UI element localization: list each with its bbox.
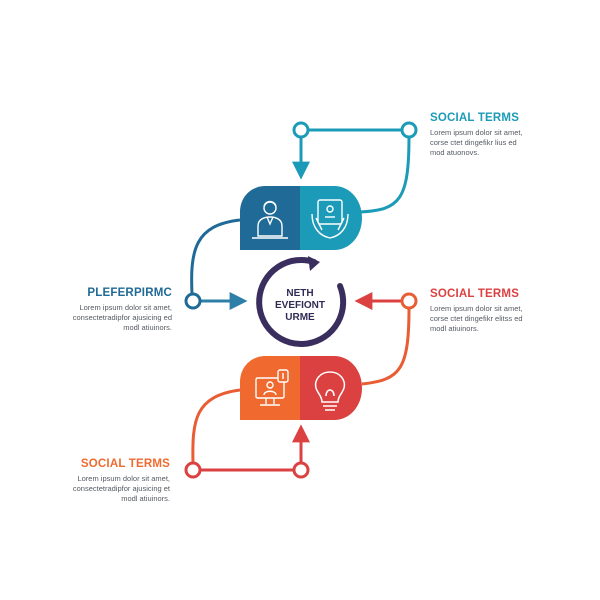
callout-title: SOCIAL TERMS — [80, 458, 170, 470]
node-circle — [184, 292, 202, 310]
node-circle — [184, 461, 202, 479]
right-connector — [354, 292, 418, 386]
center-cycle — [256, 256, 347, 347]
center-label: NETH EVEFIONT URME — [274, 288, 325, 323]
node-circle — [292, 121, 310, 139]
business-person-icon — [252, 200, 288, 239]
callout-mid-left: PLEFERPIRMC Lorem ipsum dolor sit amet, … — [32, 287, 172, 333]
callout-title: PLEFERPIRMC — [87, 287, 172, 299]
callout-bottom-left: SOCIAL TERMS Lorem ipsum dolor sit amet,… — [30, 458, 170, 504]
node-circle — [400, 292, 418, 310]
computer-user-icon — [255, 369, 289, 406]
hands-document-icon — [311, 199, 349, 239]
callout-body: Lorem ipsum dolor sit amet, corse ctet d… — [430, 304, 523, 333]
callout-body: Lorem ipsum dolor sit amet, consectetrad… — [72, 474, 170, 503]
cycle-arrows-icon — [256, 257, 347, 347]
bottom-pill — [240, 356, 362, 420]
callout-top-right: SOCIAL TERMS Lorem ipsum dolor sit amet,… — [430, 112, 570, 158]
top-connector — [292, 121, 418, 214]
callout-title: SOCIAL TERMS — [430, 112, 520, 124]
node-circle — [400, 121, 418, 139]
bottom-connector — [184, 388, 310, 479]
callout-title: SOCIAL TERMS — [430, 288, 520, 300]
top-pill — [240, 186, 362, 250]
callout-body: Lorem ipsum dolor sit amet, corse ctet d… — [430, 128, 523, 157]
callout-body: Lorem ipsum dolor sit amet, consectetrad… — [72, 303, 172, 332]
lightbulb-icon — [314, 371, 346, 411]
node-circle — [292, 461, 310, 479]
left-connector — [184, 218, 248, 310]
callout-mid-right: SOCIAL TERMS Lorem ipsum dolor sit amet,… — [430, 288, 570, 334]
